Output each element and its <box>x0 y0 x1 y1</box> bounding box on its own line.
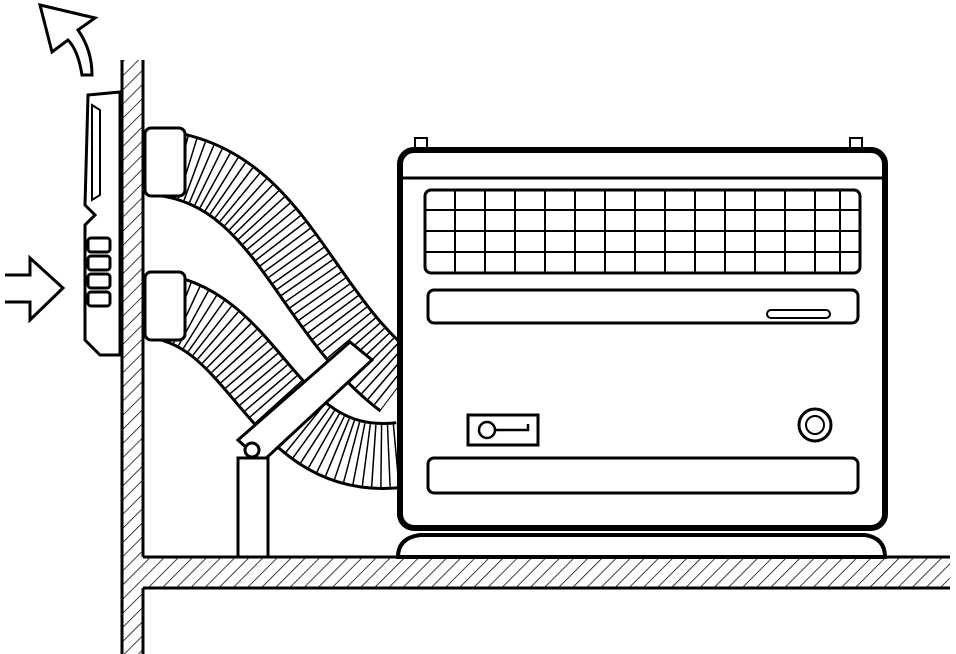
intake-arrow-icon <box>5 254 66 324</box>
ignition-key-switch <box>466 413 540 447</box>
heater-base <box>395 533 888 559</box>
wall-vent-terminal <box>83 90 122 357</box>
lower-panel <box>426 456 860 495</box>
heater <box>395 137 888 559</box>
control-knob <box>797 407 833 443</box>
exhaust-arrow-icon <box>37 2 99 77</box>
hose-collars <box>143 126 187 342</box>
hose-support-bracket <box>235 340 375 559</box>
wall <box>120 60 145 654</box>
floor <box>143 555 950 590</box>
indicator-slot <box>766 309 831 319</box>
upper-panel <box>426 288 860 325</box>
flue-hose-lower <box>144 271 404 490</box>
grille-slats <box>425 190 860 273</box>
